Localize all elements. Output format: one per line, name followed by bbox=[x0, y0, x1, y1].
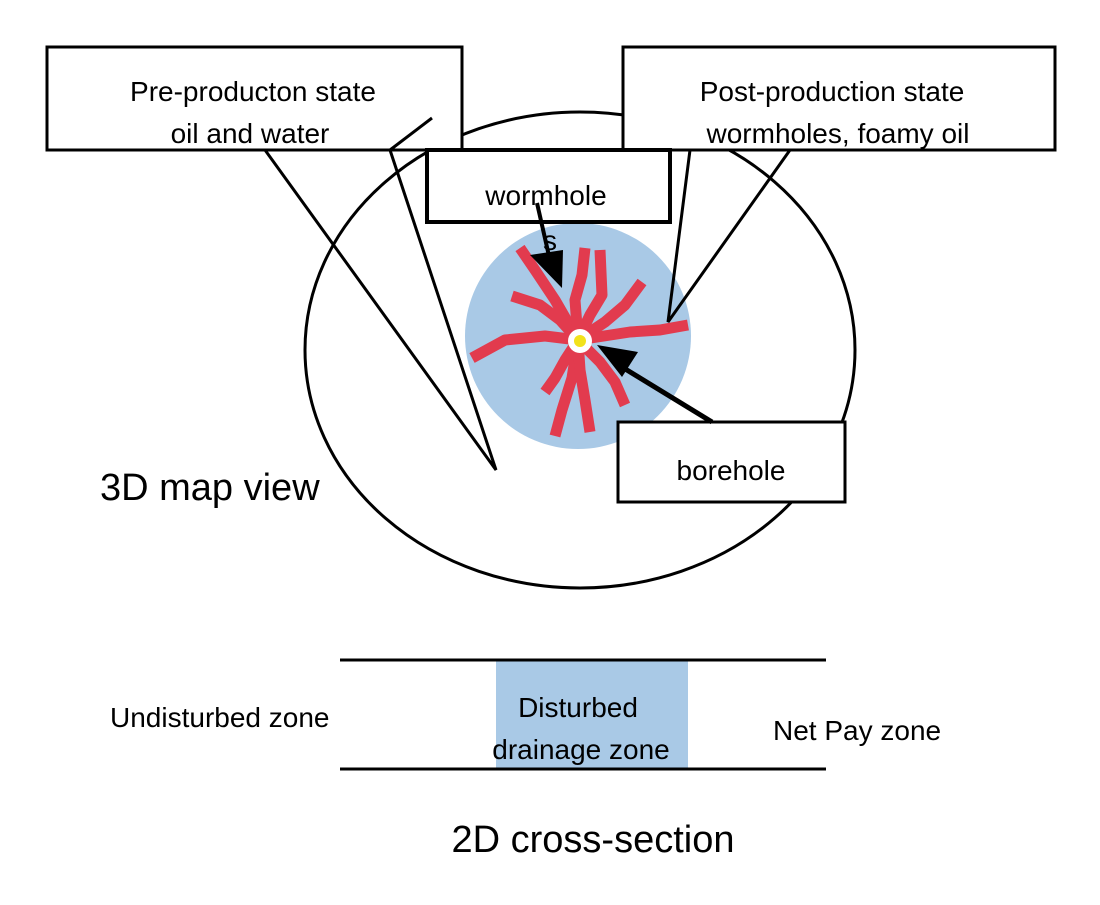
wormholes-line1: wormhole bbox=[484, 180, 606, 211]
post-production-box bbox=[621, 45, 1057, 152]
pre-production-box bbox=[45, 45, 464, 152]
wormhole bbox=[574, 278, 647, 345]
pre-production-pointer bbox=[263, 149, 498, 471]
net-pay-zone-label: Net Pay zone bbox=[773, 715, 941, 746]
borehole-arrowhead bbox=[597, 345, 638, 377]
disturbed-zone-line1: Disturbed bbox=[518, 692, 638, 723]
borehole-label: borehole bbox=[677, 455, 786, 486]
pre-production-line2: oil and water bbox=[171, 118, 330, 149]
wormholes-arrowhead bbox=[530, 250, 563, 288]
undisturbed-zone-label: Undisturbed zone bbox=[110, 702, 329, 733]
borehole-box bbox=[616, 420, 847, 504]
wormholes-group bbox=[469, 244, 689, 438]
reservoir-circle bbox=[303, 110, 857, 590]
wormhole bbox=[573, 249, 608, 343]
wormhole bbox=[510, 290, 583, 344]
borehole-core bbox=[574, 335, 586, 347]
wormhole bbox=[574, 336, 631, 408]
wormhole bbox=[577, 319, 689, 346]
wormhole bbox=[469, 330, 579, 363]
pre-production-leader bbox=[389, 116, 433, 152]
map-view-title: 3D map view bbox=[100, 467, 320, 509]
post-production-line2: wormholes, foamy oil bbox=[706, 118, 970, 149]
wormhole bbox=[569, 247, 591, 341]
wormholes-arrow-shaft bbox=[535, 202, 551, 257]
borehole-arrow-shaft bbox=[620, 364, 714, 425]
disturbed-zone-section bbox=[496, 660, 688, 768]
disturbed-zone-line2: drainage zone bbox=[492, 734, 669, 765]
post-production-pointer bbox=[666, 149, 792, 323]
pre-production-line1: Pre-producton state bbox=[130, 76, 376, 107]
wormholes-box bbox=[425, 148, 672, 224]
post-production-line1: Post-production state bbox=[700, 76, 965, 107]
wormhole bbox=[572, 339, 596, 433]
cross-section-title: 2D cross-section bbox=[452, 819, 735, 861]
